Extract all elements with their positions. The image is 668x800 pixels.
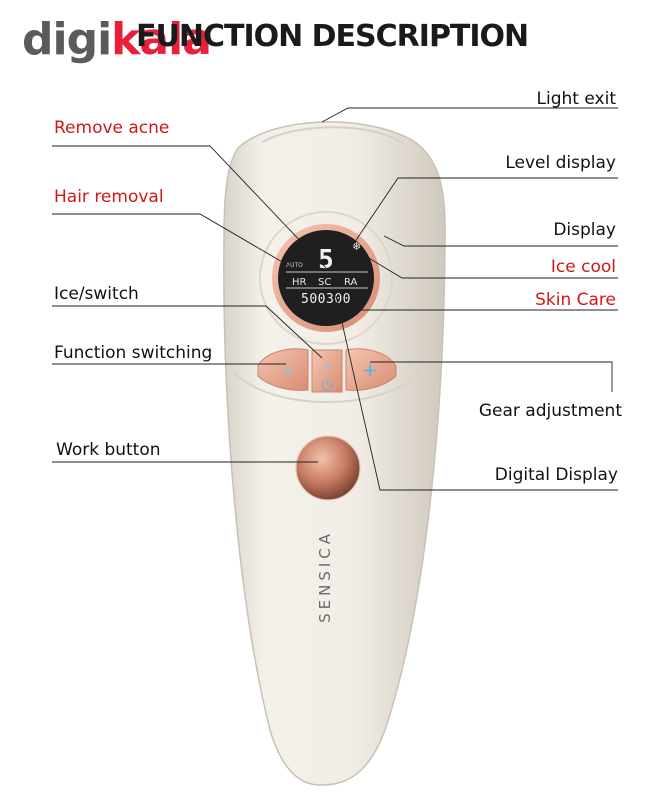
label-gear-adjustment: Gear adjustment [478,401,622,421]
screen-counter: 500300 [301,292,351,307]
ice-icon: ❄ [323,362,331,373]
logo-part-red: kala [111,14,212,65]
function-switch-icon: ⊖ [283,364,294,379]
snowflake-icon: ❄ [352,240,361,253]
page-title: FUNCTION DESCRIPTION [136,19,529,54]
screen-mode-sc: SC [318,277,331,288]
leader-level-display [345,177,618,256]
leader-ice-switch [52,305,323,359]
logo-part-gray: digi [22,14,112,65]
label-display: Display [553,220,616,240]
power-icon: ⏻ [321,378,332,394]
light-exit-ridge [261,126,405,145]
screen-ring-outer [259,211,393,345]
label-hair-removal: Hair removal [54,187,164,207]
function-switch-button [257,348,309,391]
screen-auto-text: AUTO [286,262,303,269]
label-function-switching: Function switching [54,343,213,363]
label-skin-care: Skin Care [535,290,616,310]
label-ice-switch: Ice/switch [54,284,139,304]
leader-display [383,235,618,247]
screen-mode-hr: HR [292,277,307,288]
brand-text: SENSICA [316,530,334,623]
control-panel-arc [233,371,421,403]
work-button [296,436,360,500]
label-digital-display: Digital Display [494,465,618,485]
leader-gear-adjustment [370,361,613,392]
screen-mode-ra: RA [344,277,358,288]
label-work-button: Work button [56,440,161,460]
leader-digital-display [335,295,618,491]
leader-remove-acne [52,145,327,269]
power-button [311,349,343,393]
label-ice-cool: Ice cool [550,257,616,277]
plus-icon: + [362,360,377,381]
leader-ice-cool [351,247,618,279]
digikala-logo[interactable]: digikala [22,18,212,62]
leader-light-exit [321,107,618,123]
screen [278,230,374,326]
label-remove-acne: Remove acne [54,118,170,138]
leader-hair-removal [52,213,297,271]
screen-level-text: 5 [318,245,334,275]
label-level-display: Level display [505,153,616,173]
label-light-exit: Light exit [536,89,616,109]
